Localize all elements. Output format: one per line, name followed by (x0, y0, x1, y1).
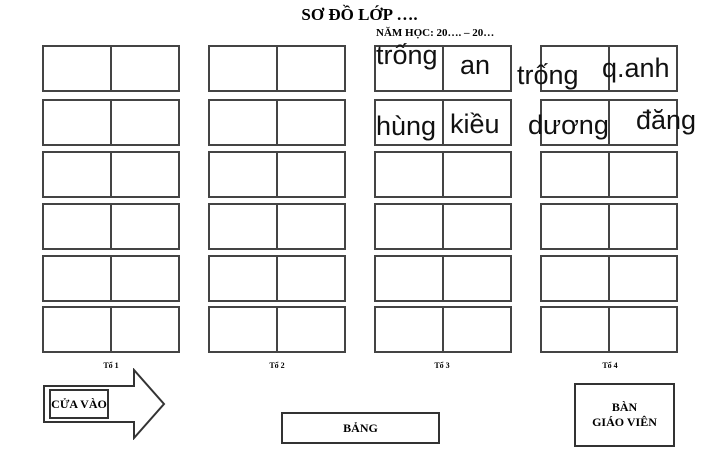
desk-g4-r3 (540, 151, 678, 198)
desk-divider (276, 47, 278, 90)
teacher-desk: BÀN GIÁO VIÊN (574, 383, 675, 447)
seat-name: dương (528, 110, 609, 140)
desk-divider (276, 205, 278, 248)
teacher-desk-line2: GIÁO VIÊN (592, 415, 657, 429)
desk-divider (110, 257, 112, 300)
desk-g3-r3 (374, 151, 512, 198)
desk-g4-r1 (540, 45, 678, 92)
page-title: SƠ ĐỒ LỚP …. (301, 5, 418, 24)
desk-divider (110, 205, 112, 248)
desk-divider (110, 47, 112, 90)
group-label-1: Tổ 1 (103, 361, 119, 370)
desk-g1-r6 (42, 306, 180, 353)
desk-divider (442, 257, 444, 300)
desk-g3-r6 (374, 306, 512, 353)
desk-g4-r5 (540, 255, 678, 302)
school-year: NĂM HỌC: 20…. – 20… (376, 27, 495, 39)
seat-name: trống (376, 40, 438, 70)
desk-g3-r2 (374, 99, 512, 146)
board: BẢNG (281, 412, 440, 444)
desk-divider (276, 257, 278, 300)
desk-g2-r6 (208, 306, 346, 353)
seat-name: trống (517, 60, 579, 90)
desk-g2-r5 (208, 255, 346, 302)
desk-divider (110, 308, 112, 351)
seat-name: an (460, 50, 491, 80)
door-label: CỬA VÀO (49, 389, 109, 419)
desk-divider (442, 205, 444, 248)
desk-divider (608, 101, 610, 144)
seat-name: đăng (636, 105, 697, 135)
desk-g2-r2 (208, 99, 346, 146)
desk-divider (608, 205, 610, 248)
desk-g4-r4 (540, 203, 678, 250)
desk-g1-r2 (42, 99, 180, 146)
desk-g2-r4 (208, 203, 346, 250)
group-label-3: Tổ 3 (434, 361, 450, 370)
desk-divider (110, 101, 112, 144)
seat-name: q.anh (602, 53, 670, 83)
desk-divider (276, 308, 278, 351)
desk-g1-r4 (42, 203, 180, 250)
desk-g2-r1 (208, 45, 346, 92)
desk-divider (442, 308, 444, 351)
desk-g1-r3 (42, 151, 180, 198)
desk-divider (442, 101, 444, 144)
desk-divider (276, 101, 278, 144)
desk-divider (608, 153, 610, 196)
desk-divider (442, 47, 444, 90)
desk-g4-r2 (540, 99, 678, 146)
desk-divider (110, 153, 112, 196)
desk-g3-r1 (374, 45, 512, 92)
desk-divider (608, 257, 610, 300)
desk-divider (442, 153, 444, 196)
desk-g3-r5 (374, 255, 512, 302)
desk-g2-r3 (208, 151, 346, 198)
desk-divider (276, 153, 278, 196)
seat-name: hùng (376, 111, 437, 141)
desk-g1-r5 (42, 255, 180, 302)
teacher-desk-line1: BÀN (611, 400, 638, 414)
group-label-4: Tổ 4 (602, 361, 618, 370)
desk-divider (608, 47, 610, 90)
group-label-2: Tổ 2 (269, 361, 285, 370)
desk-divider (608, 308, 610, 351)
desk-g4-r6 (540, 306, 678, 353)
seat-name: kiều (450, 109, 500, 139)
desk-g1-r1 (42, 45, 180, 92)
desk-g3-r4 (374, 203, 512, 250)
